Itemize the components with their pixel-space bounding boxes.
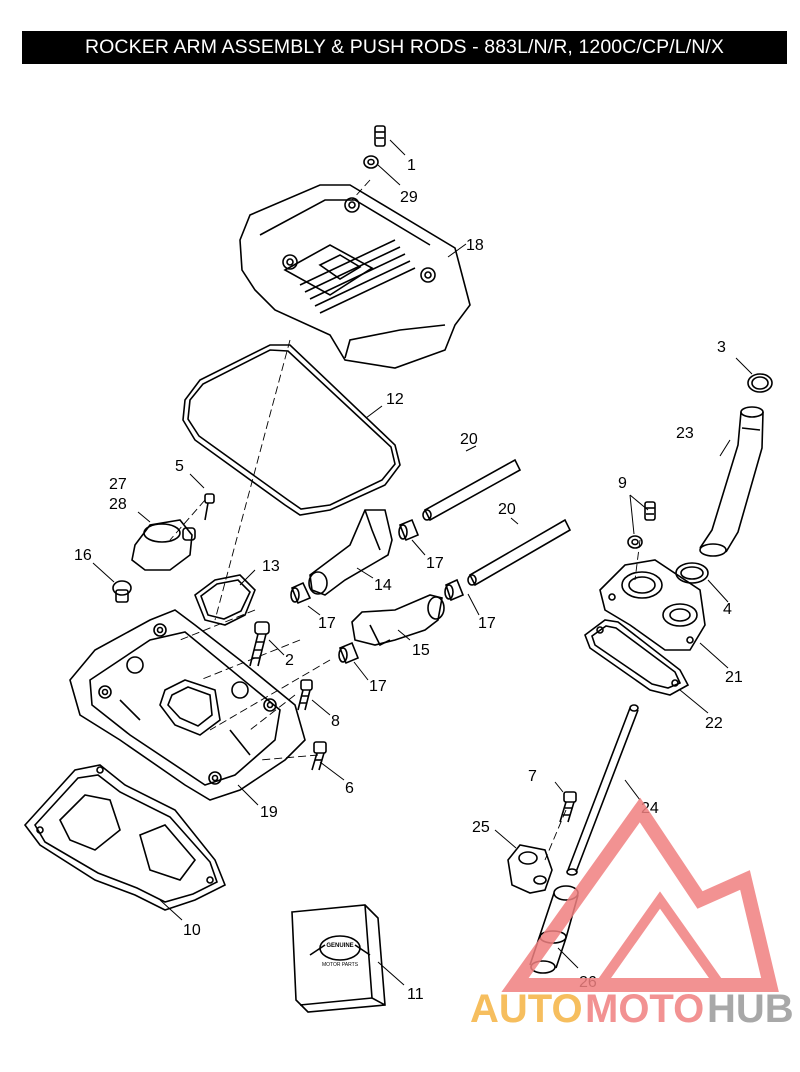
callout-17d: 17 — [369, 678, 387, 695]
part-25-block — [507, 844, 553, 894]
alignment-lines — [169, 179, 641, 861]
part-4-o-ring — [675, 562, 709, 584]
callout-4: 4 — [723, 601, 732, 618]
callout-16: 16 — [74, 547, 92, 564]
part-29-washer — [363, 155, 379, 169]
diagram-title: ROCKER ARM ASSEMBLY & PUSH RODS - 883L/N… — [22, 31, 787, 64]
part-24-push-rod — [566, 704, 639, 876]
parts-box-badge: GENUINE — [326, 943, 353, 949]
part-12-gasket — [182, 344, 401, 516]
part-10-gasket — [23, 764, 227, 911]
part-5-screw — [204, 493, 215, 521]
part-9-screw — [627, 501, 656, 549]
watermark-triangle-inner — [590, 891, 730, 990]
callout-22: 22 — [705, 715, 723, 732]
part-14-rocker-arm — [308, 509, 393, 596]
callout-14: 14 — [374, 577, 392, 594]
callout-13: 13 — [262, 558, 280, 575]
parts-box-sub: MOTOR PARTS — [322, 962, 359, 968]
callout-5: 5 — [175, 458, 184, 475]
callout-25: 25 — [472, 819, 490, 836]
watermark-hub: HUB — [707, 987, 794, 1031]
watermark-logo: AUTO MOTO HUB — [470, 797, 794, 1031]
callout-6: 6 — [345, 780, 354, 797]
callout-11: 11 — [407, 986, 424, 1003]
part-21-block — [599, 559, 706, 651]
callout-7: 7 — [528, 768, 537, 785]
part-17-bushings — [290, 518, 465, 665]
part-7-screw — [559, 791, 577, 823]
part-15-rocker-arm — [351, 594, 445, 647]
callout-8: 8 — [331, 713, 340, 730]
callout-18: 18 — [466, 237, 484, 254]
part-13-gasket — [194, 574, 256, 626]
callout-21: 21 — [725, 669, 743, 686]
part-23-tube — [699, 406, 764, 557]
callout-20a: 20 — [460, 431, 478, 448]
callout-28: 28 — [109, 496, 127, 513]
callout-3: 3 — [717, 339, 726, 356]
watermark-moto: MOTO — [585, 987, 704, 1031]
callout-27: 27 — [109, 476, 127, 493]
callout-12: 12 — [386, 391, 404, 408]
callout-23: 23 — [676, 425, 694, 442]
callout-17a: 17 — [426, 555, 444, 572]
part-11-parts-box — [291, 904, 386, 1013]
callout-2: 2 — [285, 652, 294, 669]
part-6-screw — [311, 741, 327, 771]
part-20-rod-b — [467, 518, 572, 587]
callout-17b: 17 — [318, 615, 336, 632]
callout-17c: 17 — [478, 615, 496, 632]
part-3-o-ring — [747, 373, 773, 393]
callout-19: 19 — [260, 804, 278, 821]
part-8-screw — [297, 679, 313, 711]
callout-20b: 20 — [498, 501, 516, 518]
part-1-screw — [374, 125, 386, 147]
callouts: 1 29 18 3 12 23 20 20 5 27 28 9 16 13 17… — [74, 157, 743, 1003]
leader-lines — [92, 139, 753, 986]
callout-29: 29 — [400, 189, 418, 206]
callout-10: 10 — [183, 922, 201, 939]
part-27-28-breather — [131, 519, 196, 571]
watermark-auto: AUTO — [470, 987, 583, 1031]
part-18-rocker-cover — [239, 184, 471, 369]
callout-9: 9 — [618, 475, 627, 492]
callout-15: 15 — [412, 642, 430, 659]
part-16-plug — [112, 580, 132, 603]
callout-1: 1 — [407, 157, 416, 174]
watermark-triangle-outer — [501, 797, 779, 992]
part-20-rod-a — [422, 458, 522, 522]
part-22-gasket — [584, 619, 690, 696]
part-19-housing — [69, 609, 306, 801]
part-2-screw — [249, 621, 270, 667]
